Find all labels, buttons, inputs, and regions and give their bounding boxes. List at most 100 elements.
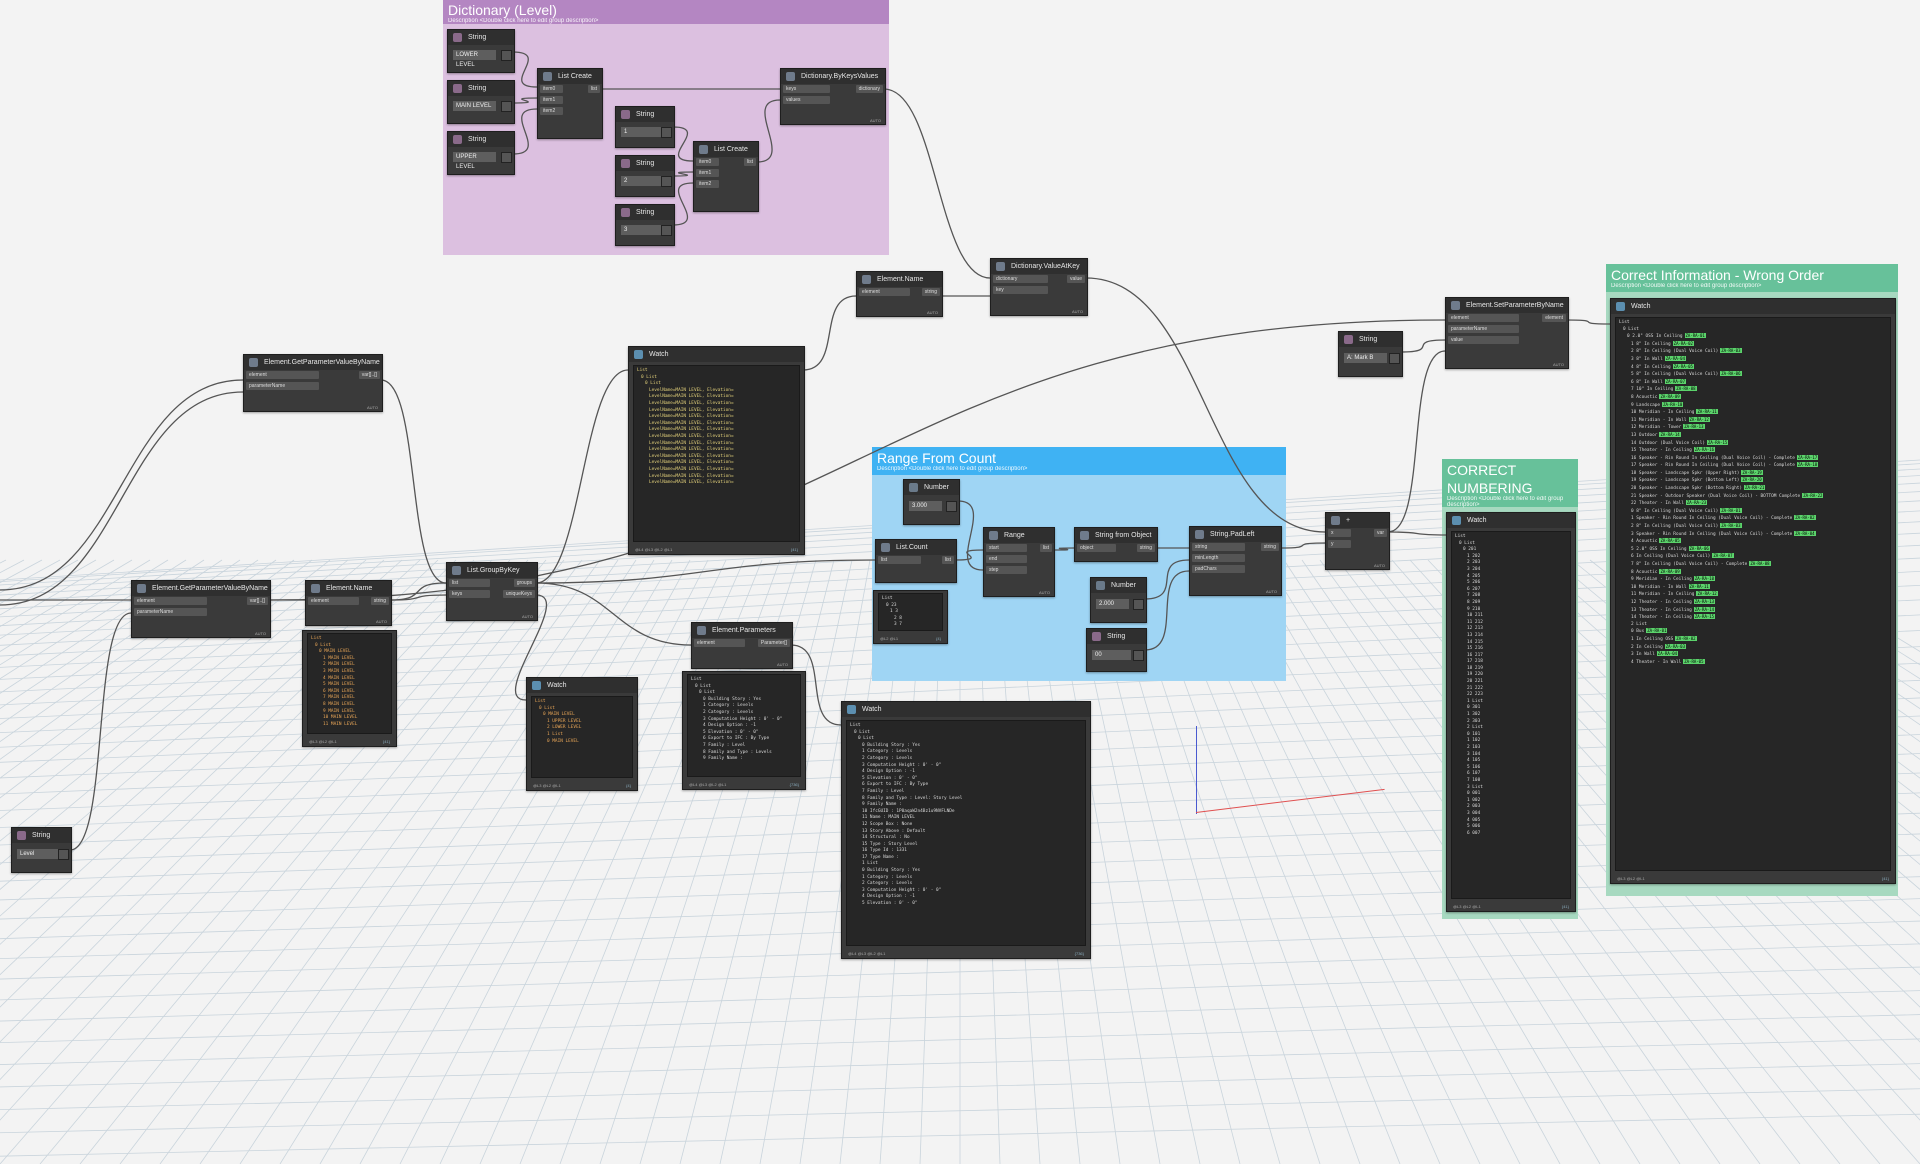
string-value-input[interactable]: MAIN LEVEL: [453, 101, 496, 111]
input-port-item2[interactable]: item2: [540, 107, 563, 115]
input-port-item0[interactable]: item0: [696, 158, 719, 166]
output-port-element[interactable]: element: [1542, 314, 1566, 322]
group-description[interactable]: Description <Double click here to edit g…: [448, 18, 599, 24]
output-port-string[interactable]: string: [1136, 544, 1155, 552]
output-port-string[interactable]: string: [1260, 543, 1279, 551]
output-port[interactable]: [1133, 599, 1144, 610]
input-port-item1[interactable]: item1: [540, 96, 563, 104]
input-port-element[interactable]: element: [134, 597, 207, 605]
input-port-keys[interactable]: keys: [449, 590, 490, 598]
string-value-input[interactable]: LOWER LEVEL: [453, 50, 496, 68]
group-title[interactable]: Range From Count: [877, 450, 997, 466]
output-port-groups[interactable]: groups: [513, 579, 535, 587]
output-port-string[interactable]: string: [370, 597, 389, 605]
output-port-value[interactable]: value: [1067, 275, 1085, 283]
input-port-object[interactable]: object: [1077, 544, 1116, 552]
input-port-item1[interactable]: item1: [696, 169, 719, 177]
string-node-2[interactable]: String 2: [615, 155, 675, 197]
output-port-var[interactable]: var[]..[]: [246, 597, 268, 605]
input-port-value[interactable]: value: [1448, 336, 1519, 344]
input-port-list[interactable]: list: [449, 579, 490, 587]
string-node-lower-level[interactable]: String LOWER LEVEL: [447, 29, 515, 73]
group-description[interactable]: Description <Double click here to edit g…: [1447, 496, 1564, 508]
output-port-var[interactable]: var[]..[]: [358, 371, 380, 379]
string-value-input[interactable]: 2: [621, 176, 664, 186]
input-port-list[interactable]: list: [878, 556, 921, 564]
string-node-3[interactable]: String 3: [615, 204, 675, 246]
input-port-element[interactable]: element: [246, 371, 319, 379]
output-port-int[interactable]: list: [941, 556, 954, 564]
output-port-string[interactable]: string: [921, 288, 940, 296]
input-port-x[interactable]: x: [1328, 529, 1351, 537]
input-port-element[interactable]: element: [859, 288, 910, 296]
output-port-dictionary[interactable]: dictionary: [855, 85, 883, 93]
output-port[interactable]: [1133, 650, 1144, 661]
output-port[interactable]: [501, 101, 512, 112]
string-node-level[interactable]: String Level: [11, 827, 72, 873]
input-port-pad-chars[interactable]: padChars: [1192, 565, 1245, 573]
input-port-start[interactable]: start: [986, 544, 1027, 552]
input-port-keys[interactable]: keys: [783, 85, 830, 93]
input-port-dictionary[interactable]: dictionary: [993, 275, 1048, 283]
input-port-item2[interactable]: item2: [696, 180, 719, 188]
string-value-input[interactable]: Level: [17, 849, 60, 859]
number-node-3000[interactable]: Number 3.000: [903, 479, 960, 525]
number-value-input[interactable]: 2.000: [1096, 599, 1129, 609]
string-node-1[interactable]: String 1: [615, 106, 675, 148]
number-node-2000[interactable]: Number 2.000: [1090, 577, 1147, 623]
string-value-input[interactable]: 00: [1092, 650, 1131, 660]
input-port-element[interactable]: element: [1448, 314, 1519, 322]
input-port-key[interactable]: key: [993, 286, 1048, 294]
group-description[interactable]: Description <Double click here to edit g…: [1611, 283, 1762, 289]
string-value-input[interactable]: 3: [621, 225, 664, 235]
group-description[interactable]: Description <Double click here to edit g…: [877, 466, 1028, 472]
output-port[interactable]: [946, 501, 957, 512]
string-value-input[interactable]: UPPER LEVEL: [453, 152, 496, 170]
group-title[interactable]: Correct Information - Wrong Order: [1611, 267, 1824, 283]
output-port[interactable]: [501, 152, 512, 163]
output-port[interactable]: [661, 176, 672, 187]
output-port[interactable]: [661, 127, 672, 138]
string-node-upper-level[interactable]: String UPPER LEVEL: [447, 131, 515, 175]
group-title[interactable]: Dictionary (Level): [448, 2, 557, 18]
number-value-input[interactable]: 3.000: [909, 501, 942, 511]
string-value-input[interactable]: 1: [621, 127, 664, 137]
group-title-line2[interactable]: NUMBERING: [1447, 480, 1533, 496]
string-node-mark[interactable]: String A: Mark B: [1338, 331, 1403, 377]
input-port-step[interactable]: step: [986, 566, 1027, 574]
input-port-parameter-name[interactable]: parameterName: [1448, 325, 1519, 333]
output-port-list[interactable]: list: [587, 85, 600, 93]
input-port-values[interactable]: values: [783, 96, 830, 104]
output-port-parameter[interactable]: Parameter[]: [757, 639, 790, 647]
input-port-y[interactable]: y: [1328, 540, 1351, 548]
output-port-unique-keys[interactable]: uniqueKeys: [502, 590, 535, 598]
output-port-list[interactable]: list: [743, 158, 756, 166]
string-node-main-level[interactable]: String MAIN LEVEL: [447, 80, 515, 124]
input-port-min-length[interactable]: minLength: [1192, 554, 1245, 562]
input-port-parameter-name[interactable]: parameterName: [246, 382, 319, 390]
